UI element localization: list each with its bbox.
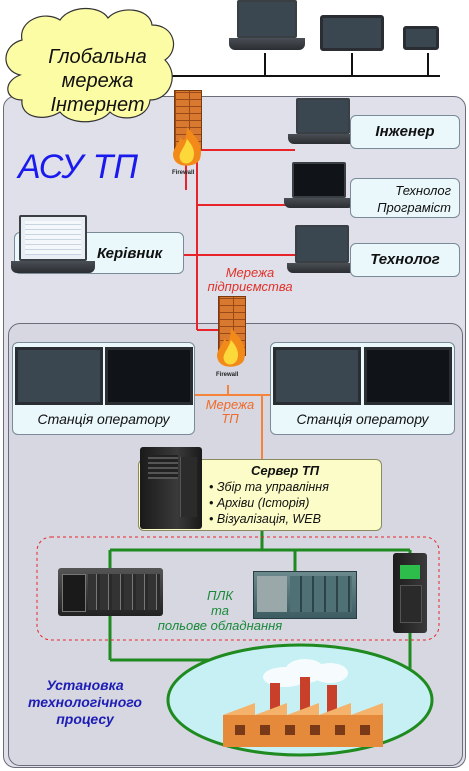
operator-station-right-label: Станція оператору — [296, 411, 429, 427]
server-item: • Збір та управління — [209, 480, 329, 494]
enterprise-network-line-1: Мережа — [225, 265, 275, 280]
engineer-box: Інженер — [350, 115, 460, 149]
fire-icon — [217, 328, 246, 367]
tech-programmer-laptop — [284, 162, 354, 212]
plc-label: ПЛК та польове обладнання — [145, 588, 295, 633]
enterprise-network-line-2: підприємства — [207, 279, 293, 294]
tech-programmer-box: Технолог Програміст — [350, 178, 460, 218]
engineer-laptop — [288, 98, 358, 148]
firewall-label: Firewall — [172, 170, 195, 176]
cloud-line-2: мережа — [61, 70, 134, 92]
technologist-box: Технолог — [350, 243, 460, 277]
plc-rack-icon — [58, 568, 163, 616]
server-tower-icon — [140, 447, 202, 529]
firewall-label: Firewall — [216, 372, 239, 378]
tp-network-line-2: ТП — [221, 411, 239, 426]
operator-monitor-left-2 — [105, 347, 193, 405]
technologist-laptop — [287, 225, 357, 277]
internet-laptop — [227, 0, 307, 55]
internet-cloud-label: Глобальна мережа Інтернет — [30, 45, 165, 117]
technologist-label: Технолог — [370, 251, 440, 268]
internet-cloud-shape — [5, 7, 175, 123]
server-item: • Візуалізація, WEB — [209, 512, 321, 526]
internet-phone — [403, 26, 439, 50]
fire-icon — [173, 127, 202, 166]
plc-line-1: ПЛК — [207, 588, 233, 603]
firewall-enterprise: Firewall — [168, 90, 206, 180]
plc-line-2: та — [211, 603, 229, 618]
tech-programmer-line-1: Технолог — [395, 183, 451, 198]
server-title: Сервер ТП — [251, 463, 320, 478]
cloud-line-1: Глобальна — [48, 46, 147, 68]
firewall-tp: Firewall — [212, 296, 250, 386]
process-line-2: технологічного — [28, 694, 142, 710]
internet-tablet — [320, 15, 384, 51]
plc-line-3: польове обладнання — [157, 618, 283, 633]
tech-programmer-line-2: Програміст — [377, 200, 451, 215]
operator-station-left-label: Станція оператору — [37, 411, 170, 427]
operator-monitor-left-1 — [15, 347, 103, 405]
operator-monitor-right-2 — [364, 347, 452, 405]
asu-tp-title: АСУ ТП — [18, 148, 138, 186]
operator-station-left: Станція оператору — [12, 342, 195, 435]
manager-label: Керівник — [97, 245, 163, 262]
cloud-line-3: Інтернет — [50, 94, 145, 116]
engineer-label: Інженер — [375, 123, 435, 140]
tp-network-label: Мережа ТП — [195, 398, 265, 426]
server-item: • Архіви (Історія) — [209, 496, 310, 510]
operator-station-right: Станція оператору — [270, 342, 455, 435]
manager-laptop — [11, 215, 95, 277]
process-line-3: процесу — [56, 711, 114, 727]
process-label: Установка технологічного процесу — [20, 677, 150, 728]
factory-icon — [223, 659, 383, 747]
server-items: • Збір та управління • Архіви (Історія) … — [209, 479, 329, 527]
process-line-1: Установка — [46, 677, 124, 693]
drive-icon — [393, 553, 427, 633]
operator-monitor-right-1 — [273, 347, 361, 405]
enterprise-network-label: Мережа підприємства — [200, 266, 300, 294]
tp-network-line-1: Мережа — [205, 397, 255, 412]
plc-modules-icon — [253, 571, 357, 619]
